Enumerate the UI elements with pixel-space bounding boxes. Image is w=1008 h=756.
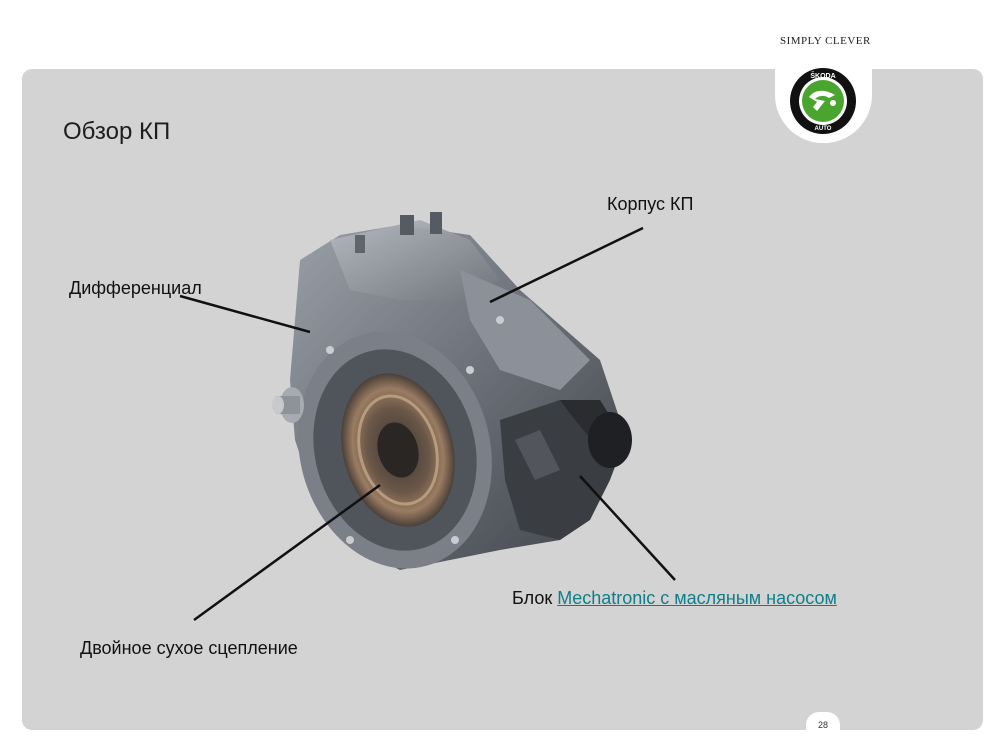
skoda-logo: ŠKODA AUTO [790, 68, 856, 134]
tagline: SIMPLY CLEVER [780, 35, 871, 47]
label-mechatronic-prefix: Блок [512, 588, 558, 608]
label-housing: Корпус КП [607, 194, 694, 214]
callout-line-clutch [193, 483, 381, 622]
svg-text:ŠKODA: ŠKODA [810, 71, 835, 80]
slide-title: Обзор КП [63, 118, 171, 145]
mechatronic-link[interactable]: Mechatronic с масляным насосом [557, 588, 837, 608]
svg-text:AUTO: AUTO [815, 126, 832, 132]
callout-line-differential [179, 294, 311, 334]
callout-line-mechatronic [579, 475, 676, 581]
callout-line-housing [489, 226, 644, 304]
label-differential: Дифференциал [69, 278, 202, 298]
page-number: 28 [806, 712, 840, 738]
label-clutch: Двойное сухое сцепление [80, 638, 298, 658]
label-mechatronic: Блок Mechatronic с масляным насосом [512, 588, 837, 609]
